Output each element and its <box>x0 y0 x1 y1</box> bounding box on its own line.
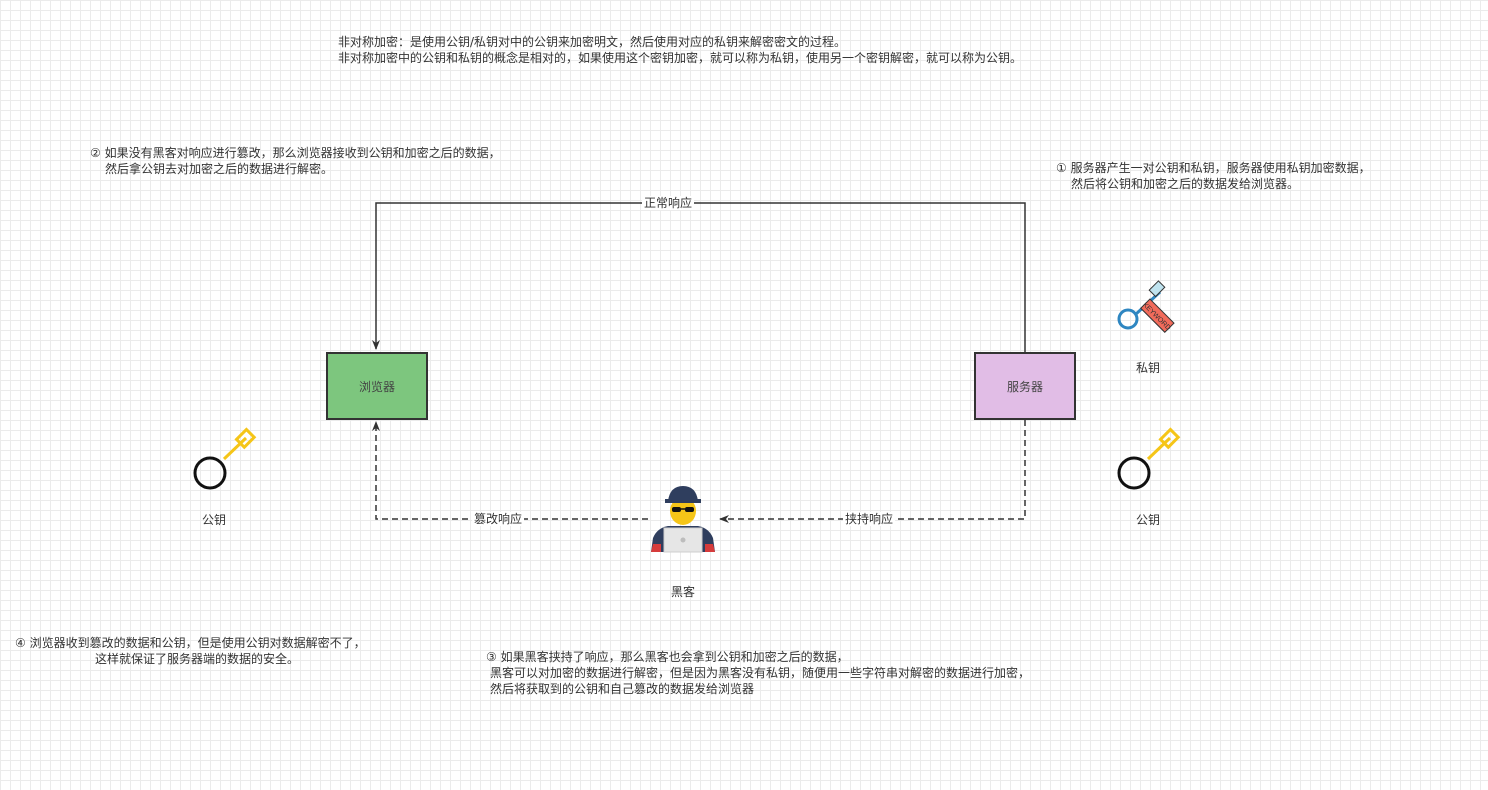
step4-line-2: 这样就保证了服务器端的数据的安全。 <box>95 652 300 666</box>
edge-label-tamper: 篡改响应 <box>472 512 525 526</box>
public-key-label-right: 公钥 <box>1135 513 1160 527</box>
edge-label-normal: 正常响应 <box>642 196 695 210</box>
step1-line-2: 然后将公钥和加密之后的数据发给浏览器。 <box>1071 177 1300 191</box>
step2-line-2: 然后拿公钥去对加密之后的数据进行解密。 <box>105 162 334 176</box>
step4-line-1: ④ 浏览器收到篡改的数据和公钥，但是使用公钥对数据解密不了， <box>15 636 366 650</box>
step3-line-3: 然后将获取到的公钥和自己篡改的数据发给浏览器 <box>490 682 755 696</box>
public-key-label-left: 公钥 <box>201 513 226 527</box>
edge-hijack-response <box>719 420 1026 523</box>
edge-label-hijack: 挟持响应 <box>843 512 896 526</box>
step3-line-1: ③ 如果黑客挟持了响应，那么黑客也会拿到公钥和加密之后的数据， <box>486 650 849 664</box>
intro-line-2: 非对称加密中的公钥和私钥的概念是相对的，如果使用这个密钥加密，就可以称为私钥，使… <box>338 51 1023 65</box>
browser-node[interactable]: 浏览器 <box>326 352 428 420</box>
edge-normal-response <box>372 202 1026 352</box>
step1-line-1: ① 服务器产生一对公钥和私钥，服务器使用私钥加密数据， <box>1056 161 1371 175</box>
edge-tamper-response <box>372 421 648 520</box>
step3-line-2: 黑客可以对加密的数据进行解密，但是因为黑客没有私钥，随便用一些字符串对解密的数据… <box>490 666 1031 680</box>
private-key-label: 私钥 <box>1135 361 1160 375</box>
hacker-label: 黑客 <box>670 585 695 599</box>
step2-line-1: ② 如果没有黑客对响应进行篡改，那么浏览器接收到公钥和加密之后的数据， <box>90 146 501 160</box>
server-node[interactable]: 服务器 <box>974 352 1076 420</box>
intro-line-1: 非对称加密：是使用公钥/私钥对中的公钥来加密明文，然后使用对应的私钥来解密密文的… <box>338 35 847 49</box>
